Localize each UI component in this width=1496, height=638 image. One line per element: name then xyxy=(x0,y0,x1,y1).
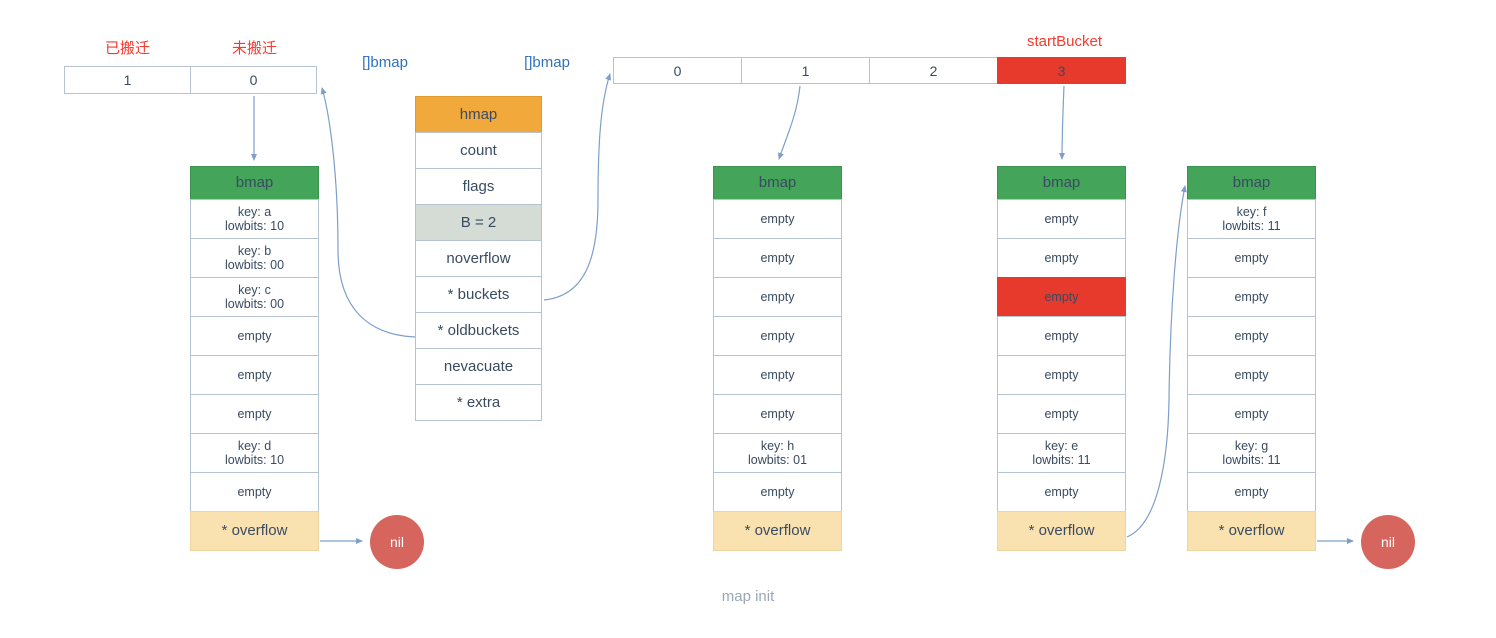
bucket-slot: empty xyxy=(997,472,1126,512)
diagram-caption: map init xyxy=(721,588,775,605)
hmap-field-noverflow: noverflow xyxy=(415,240,542,277)
hmap-field-nevacuate: nevacuate xyxy=(415,348,542,385)
bucket-3-title: bmap xyxy=(1187,166,1316,200)
bucket-slot: empty xyxy=(1187,355,1316,395)
bucket-slot: empty xyxy=(997,394,1126,434)
bucket-slot: empty xyxy=(997,199,1126,239)
oldbuckets-array-cell-1: 0 xyxy=(190,66,317,94)
bucket-slot: empty xyxy=(713,277,842,317)
bucket-1-overflow: * overflow xyxy=(713,511,842,551)
bucket-2-title: bmap xyxy=(997,166,1126,200)
bucket-slot: empty xyxy=(1187,472,1316,512)
buckets-array-cell-3-start-bucket: 3 xyxy=(997,57,1126,84)
bucket-old-0-overflow: * overflow xyxy=(190,511,319,551)
bucket-slot: empty xyxy=(190,472,319,512)
bucket-slot: empty xyxy=(713,394,842,434)
bucket-slot: empty xyxy=(713,472,842,512)
bucket-slot: empty xyxy=(190,355,319,395)
arrow-cell1-to-bucket1 xyxy=(778,85,801,160)
bucket-slot: empty xyxy=(1187,277,1316,317)
bucket-slot-highlighted: empty xyxy=(997,277,1126,317)
bucket-slot: empty xyxy=(997,316,1126,356)
bucket-1: bmap empty empty empty empty empty empty… xyxy=(713,166,842,551)
nil-node-right: nil xyxy=(1361,515,1415,569)
hmap-field-buckets: * buckets xyxy=(415,276,542,313)
hmap-field-oldbuckets: * oldbuckets xyxy=(415,312,542,349)
hmap-field-flags: flags xyxy=(415,168,542,205)
bucket-slot: empty xyxy=(713,199,842,239)
buckets-array-cell-0: 0 xyxy=(613,57,742,84)
bucket-slot: empty xyxy=(1187,394,1316,434)
buckets-array-cell-2: 2 xyxy=(869,57,998,84)
hmap-field-extra: * extra xyxy=(415,384,542,421)
oldbuckets-array-cell-0: 1 xyxy=(64,66,191,94)
bucket-slot: empty xyxy=(713,238,842,278)
label-start-bucket: startBucket xyxy=(1026,33,1103,50)
buckets-array: 0 1 2 3 xyxy=(613,57,1126,84)
bucket-slot: empty xyxy=(997,355,1126,395)
bucket-slot: empty xyxy=(713,316,842,356)
label-migrated: 已搬迁 xyxy=(104,40,150,57)
slice-label-buckets: []bmap xyxy=(524,54,570,71)
bucket-1-title: bmap xyxy=(713,166,842,200)
hmap-title: hmap xyxy=(415,96,542,133)
bucket-2-start: bmap empty empty empty empty empty empty… xyxy=(997,166,1126,551)
bucket-3-overflow: * overflow xyxy=(1187,511,1316,551)
hmap-field-count: count xyxy=(415,132,542,169)
hmap-struct: hmap count flags B = 2 noverflow * bucke… xyxy=(415,96,542,421)
arrow-cell3-to-bucket2 xyxy=(1059,85,1066,160)
bucket-old-0-title: bmap xyxy=(190,166,319,200)
label-not-migrated: 未搬迁 xyxy=(231,40,277,57)
arrow-bucket2-overflow-to-bucket3 xyxy=(1126,185,1187,538)
slice-label-oldbuckets: []bmap xyxy=(362,54,408,71)
bucket-slot: empty xyxy=(997,238,1126,278)
bucket-slot: empty xyxy=(190,394,319,434)
hmap-field-b: B = 2 xyxy=(415,204,542,241)
bucket-slot: empty xyxy=(1187,316,1316,356)
bucket-slot: empty xyxy=(190,316,319,356)
bucket-slot: empty xyxy=(713,355,842,395)
arrow-oldbuckets-to-oldarray xyxy=(320,87,416,338)
bucket-2-overflow: * overflow xyxy=(997,511,1126,551)
oldbuckets-array: 1 0 xyxy=(64,66,317,94)
bucket-slot: empty xyxy=(1187,238,1316,278)
arrow-buckets-to-bucketarray xyxy=(543,73,612,301)
nil-node-left: nil xyxy=(370,515,424,569)
buckets-array-cell-1: 1 xyxy=(741,57,870,84)
